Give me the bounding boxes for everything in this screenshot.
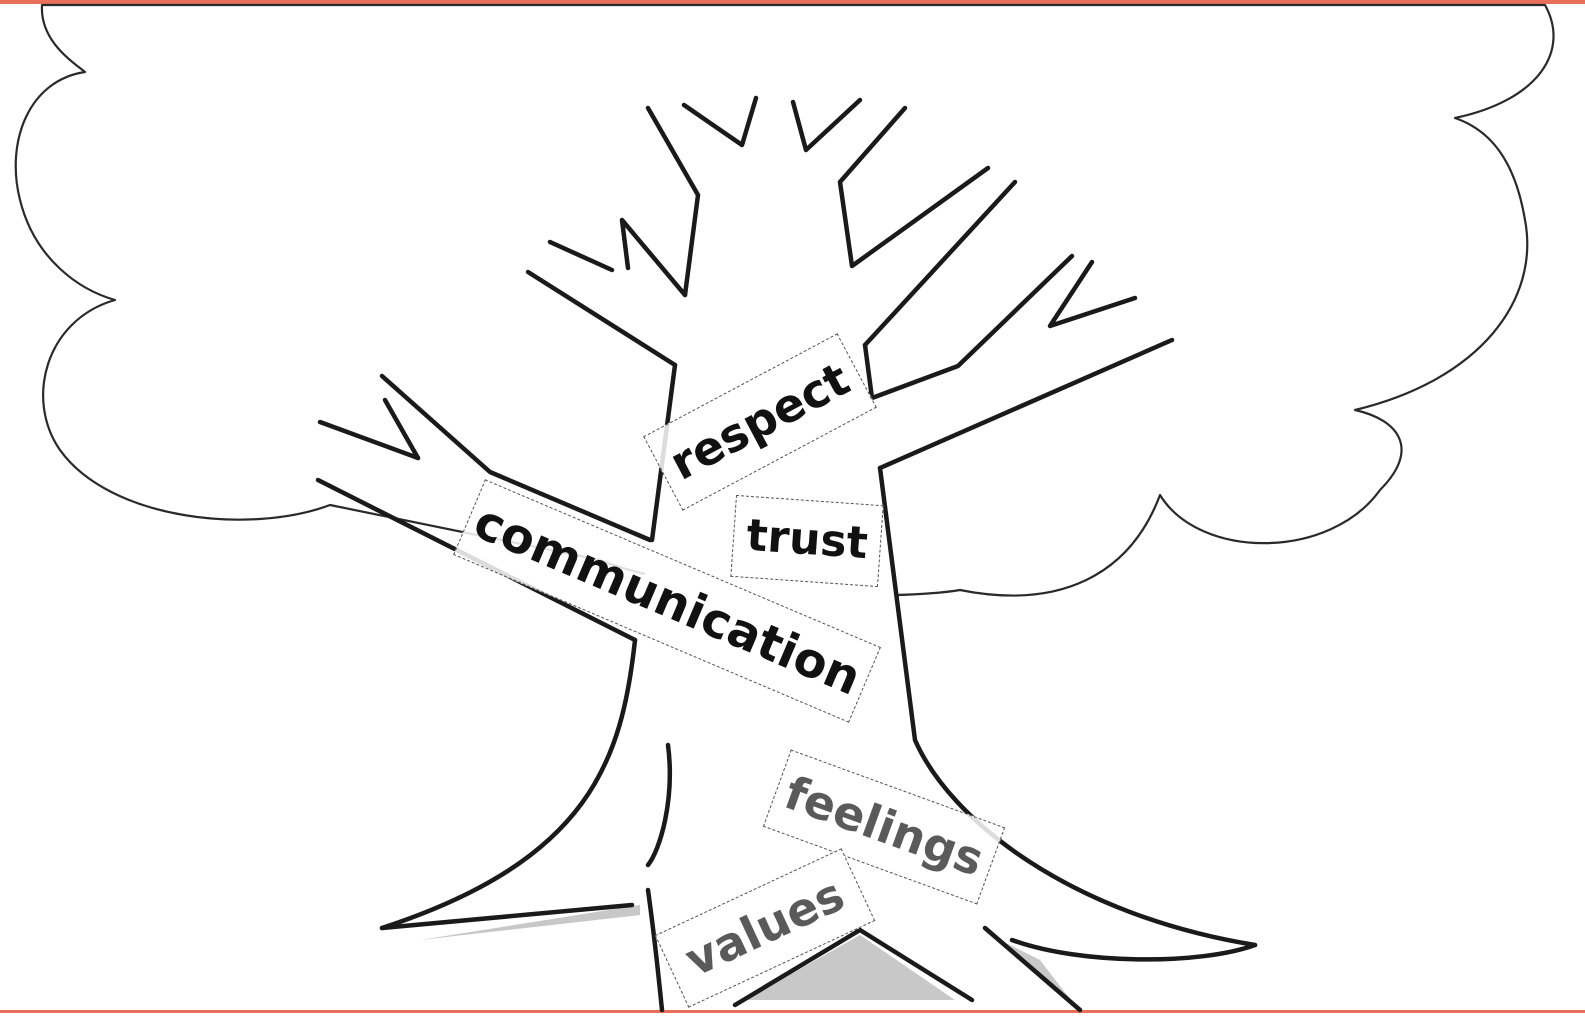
trust-label: trust (745, 510, 870, 569)
trust-tag: trust (730, 495, 883, 587)
